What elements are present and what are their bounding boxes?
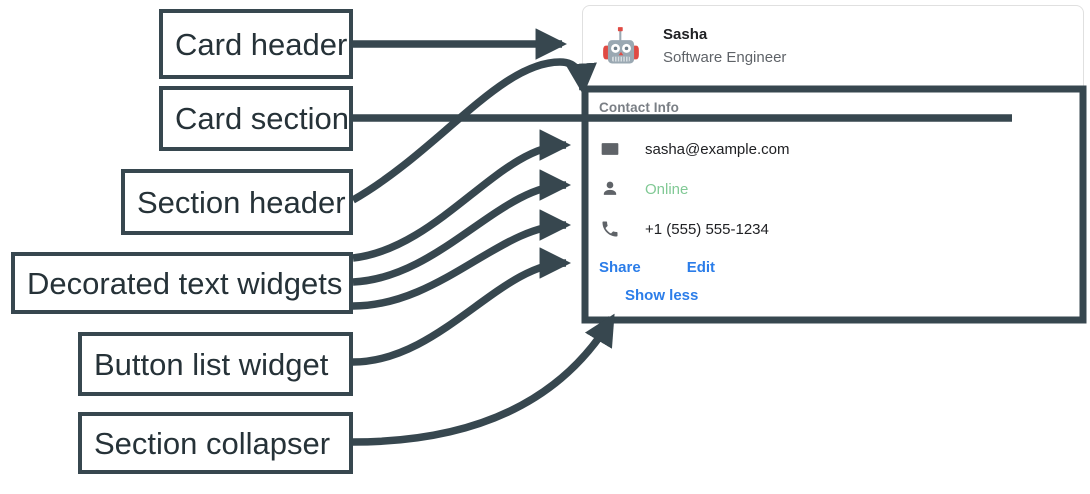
button-list: Share Edit <box>599 259 1067 276</box>
arrow-button-list <box>352 247 572 366</box>
show-less-link[interactable]: Show less <box>625 287 699 304</box>
edit-button[interactable]: Edit <box>686 259 716 276</box>
contact-info-header: Contact Info <box>599 100 679 115</box>
callout-label: Card header <box>175 26 348 62</box>
callout-box-card-section: Card section <box>159 86 353 151</box>
arrow-text-widget-phone <box>352 209 572 310</box>
callout-box-section-collapser: Section collapser <box>78 412 353 474</box>
decorated-text-row: sasha@example.com <box>599 129 1067 169</box>
email-icon <box>599 138 621 160</box>
share-button[interactable]: Share <box>599 259 641 276</box>
decorated-text-row: Online <box>599 169 1067 209</box>
status-value: Online <box>645 180 689 198</box>
callout-box-decorated-text-widgets: Decorated text widgets <box>11 252 353 314</box>
decorated-text-row: +1 (555) 555-1234 <box>599 209 1067 249</box>
profile-card: Sasha Software Engineer Contact Info sas… <box>582 5 1084 321</box>
callout-box-section-header: Section header <box>121 169 353 235</box>
callout-label: Decorated text widgets <box>27 265 343 301</box>
robot-avatar-icon <box>599 25 643 69</box>
arrow-section-header <box>351 58 597 204</box>
text-rows: sasha@example.com Online <box>599 129 1067 249</box>
email-value: sasha@example.com <box>645 140 790 158</box>
card-header: Sasha Software Engineer <box>583 6 1083 86</box>
card-section-body: Contact Info sasha@example.com <box>583 86 1083 304</box>
arrow-text-widget-status <box>352 169 572 286</box>
arrow-text-widget-email <box>352 129 572 262</box>
card-header-text: Sasha Software Engineer <box>663 24 786 71</box>
callout-label: Button list widget <box>94 346 329 382</box>
callout-box-button-list-widget: Button list widget <box>78 332 353 396</box>
card-header-subtitle: Software Engineer <box>663 49 787 67</box>
phone-value: +1 (555) 555-1234 <box>645 220 769 238</box>
callout-label: Card section <box>175 101 350 136</box>
callout-box-card-header: Card header <box>159 9 353 79</box>
callout-label: Section header <box>137 184 346 220</box>
arrow-section-collapser <box>352 313 616 446</box>
phone-icon <box>599 218 621 240</box>
person-icon <box>599 178 621 200</box>
callout-label: Section collapser <box>94 425 331 461</box>
card-header-title: Sasha <box>663 25 708 43</box>
